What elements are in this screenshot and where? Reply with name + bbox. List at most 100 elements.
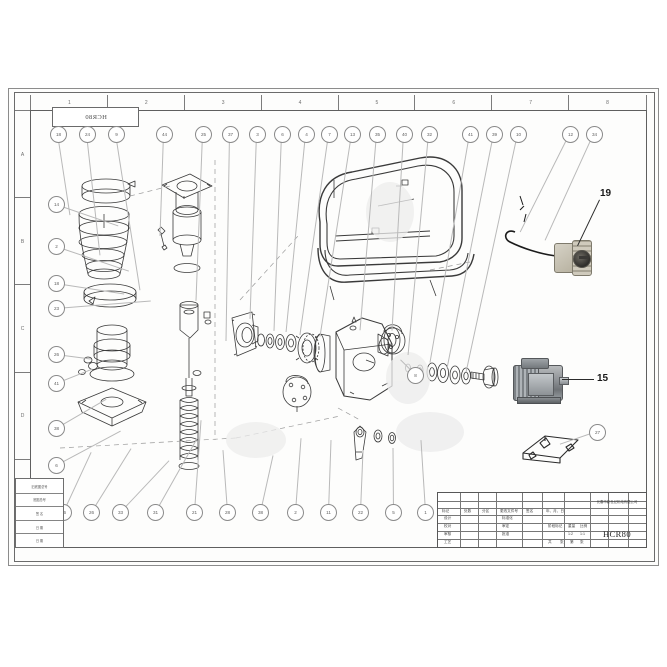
motor-terminal-box	[528, 373, 554, 396]
revision-line-1	[16, 492, 63, 494]
revision-line-2	[16, 506, 63, 508]
balloon-callout-13[interactable]: 13	[344, 126, 361, 143]
balloon-callout-44[interactable]: 44	[156, 126, 173, 143]
balloon-callout-26[interactable]: 26	[48, 346, 65, 363]
title-block-vline-2	[496, 493, 497, 547]
balloon-callout-23[interactable]: 23	[48, 300, 65, 317]
title-block-role-3: 工艺	[444, 540, 452, 544]
title-block-header-cell-2: 分区	[482, 508, 490, 513]
title-block-header-cell-3: 更改文件号	[500, 508, 518, 513]
title-block-role-2: 审核	[444, 532, 452, 536]
balloon-callout-2[interactable]: 2	[287, 504, 304, 521]
balloon-callout-41[interactable]: 41	[48, 375, 65, 392]
title-block-role-1: 校对	[444, 524, 452, 528]
balloon-callout-5[interactable]: 5	[385, 504, 402, 521]
title-block-vline-8	[628, 493, 629, 547]
title-block-sheet-cell-0: 共	[548, 540, 552, 544]
drawing-frame-outer	[14, 92, 655, 562]
balloon-callout-3[interactable]: 3	[249, 126, 266, 143]
title-block-vline-1	[478, 493, 479, 547]
balloon-callout-41[interactable]: 41	[462, 126, 479, 143]
photo-leader-line-15	[562, 379, 594, 380]
title-block-vline-3	[522, 493, 523, 547]
title-block-vline-5	[564, 493, 565, 547]
balloon-callout-37[interactable]: 37	[222, 126, 239, 143]
drawing-model-number: HCR80	[603, 529, 631, 539]
frame-row-A: A	[15, 110, 30, 198]
frame-column-8: 8	[568, 95, 647, 110]
balloon-callout-24[interactable]: 24	[79, 126, 96, 143]
balloon-callout-6[interactable]: 6	[274, 126, 291, 143]
balloon-callout-40[interactable]: 40	[396, 126, 413, 143]
balloon-callout-33[interactable]: 33	[112, 504, 129, 521]
balloon-callout-32[interactable]: 32	[421, 126, 438, 143]
title-block-stage-header-2: 比例	[580, 524, 588, 528]
pump-shaft-pin	[579, 256, 588, 259]
title-block-header-cell-1: 处数	[464, 508, 472, 513]
balloon-callout-9[interactable]: 9	[108, 126, 125, 143]
revision-line-4	[16, 533, 63, 535]
title-block-header-cell-0: 标记	[442, 508, 450, 513]
revision-row-4: 日 期	[35, 539, 44, 544]
balloon-callout-38[interactable]: 38	[252, 504, 269, 521]
balloon-callout-27[interactable]: 27	[589, 424, 606, 441]
balloon-callout-26[interactable]: 26	[83, 504, 100, 521]
frame-column-6: 6	[414, 95, 492, 110]
balloon-callout-39[interactable]: 39	[486, 126, 503, 143]
balloon-callout-38[interactable]: 38	[48, 420, 65, 437]
title-block-role-mid-1: 审定	[502, 524, 510, 528]
frame-column-2: 2	[106, 95, 185, 110]
balloon-callout-7[interactable]: 7	[321, 126, 338, 143]
pump-hub	[573, 250, 591, 268]
leader-line-5	[392, 447, 394, 512]
title-block-stage-value-2: 1:1	[580, 532, 585, 536]
revision-row-3: 日 期	[35, 525, 44, 530]
frame-column-3: 3	[183, 95, 262, 110]
title-block-vline-6	[590, 493, 591, 547]
revision-block: 旧底图总号底图总号签 名日 期日 期	[15, 478, 64, 548]
balloon-callout-18[interactable]: 18	[48, 275, 65, 292]
balloon-callout-21[interactable]: 21	[186, 504, 203, 521]
frame-column-7: 7	[491, 95, 569, 110]
title-block-vline-0	[460, 493, 461, 547]
title-block-sheet-cell-1: 张	[560, 540, 564, 544]
balloon-callout-2[interactable]: 2	[48, 238, 65, 255]
balloon-callout-12[interactable]: 12	[562, 126, 579, 143]
title-block: 标记处数分区更改文件号签名年、月、日设计标准化校对审定审核批准工艺阶段标记重量比…	[437, 492, 647, 548]
model-tag-box: HCR80	[52, 107, 139, 127]
balloon-callout-14[interactable]: 14	[48, 196, 65, 213]
balloon-callout-28[interactable]: 28	[219, 504, 236, 521]
balloon-callout-4[interactable]: 4	[298, 126, 315, 143]
frame-row-C: C	[15, 284, 30, 372]
balloon-callout-1[interactable]: 1	[417, 504, 434, 521]
frame-row-B: B	[15, 197, 30, 285]
motor-shaft	[559, 377, 569, 385]
balloon-callout-18[interactable]: 18	[50, 126, 67, 143]
balloon-callout-8[interactable]: 8	[407, 367, 424, 384]
balloon-callout-31[interactable]: 31	[147, 504, 164, 521]
title-block-stage-header-0: 阶段标记	[548, 524, 563, 528]
frame-column-1: 1	[30, 95, 108, 110]
balloon-callout-6[interactable]: 6	[48, 457, 65, 474]
motor-base-foot	[517, 397, 561, 404]
photo-label-15[interactable]: 15	[597, 373, 609, 384]
balloon-callout-34[interactable]: 34	[586, 126, 603, 143]
title-block-sheet-cell-2: 第	[570, 540, 574, 544]
title-block-role-mid-0: 标准化	[502, 516, 513, 520]
balloon-callout-22[interactable]: 22	[352, 504, 369, 521]
balloon-callout-25[interactable]: 25	[195, 126, 212, 143]
revision-row-2: 签 名	[35, 512, 44, 516]
photo-label-19[interactable]: 19	[600, 188, 612, 199]
balloon-callout-10[interactable]: 10	[510, 126, 527, 143]
scan-sheet	[8, 88, 659, 566]
balloon-callout-35[interactable]: 35	[369, 126, 386, 143]
balloon-callout-11[interactable]: 11	[320, 504, 337, 521]
title-block-stage-header-1: 重量	[568, 524, 576, 528]
frame-column-5: 5	[337, 95, 416, 110]
revision-row-1: 底图总号	[33, 498, 46, 503]
frame-column-4: 4	[260, 95, 339, 110]
title-block-vline-7	[608, 493, 609, 547]
